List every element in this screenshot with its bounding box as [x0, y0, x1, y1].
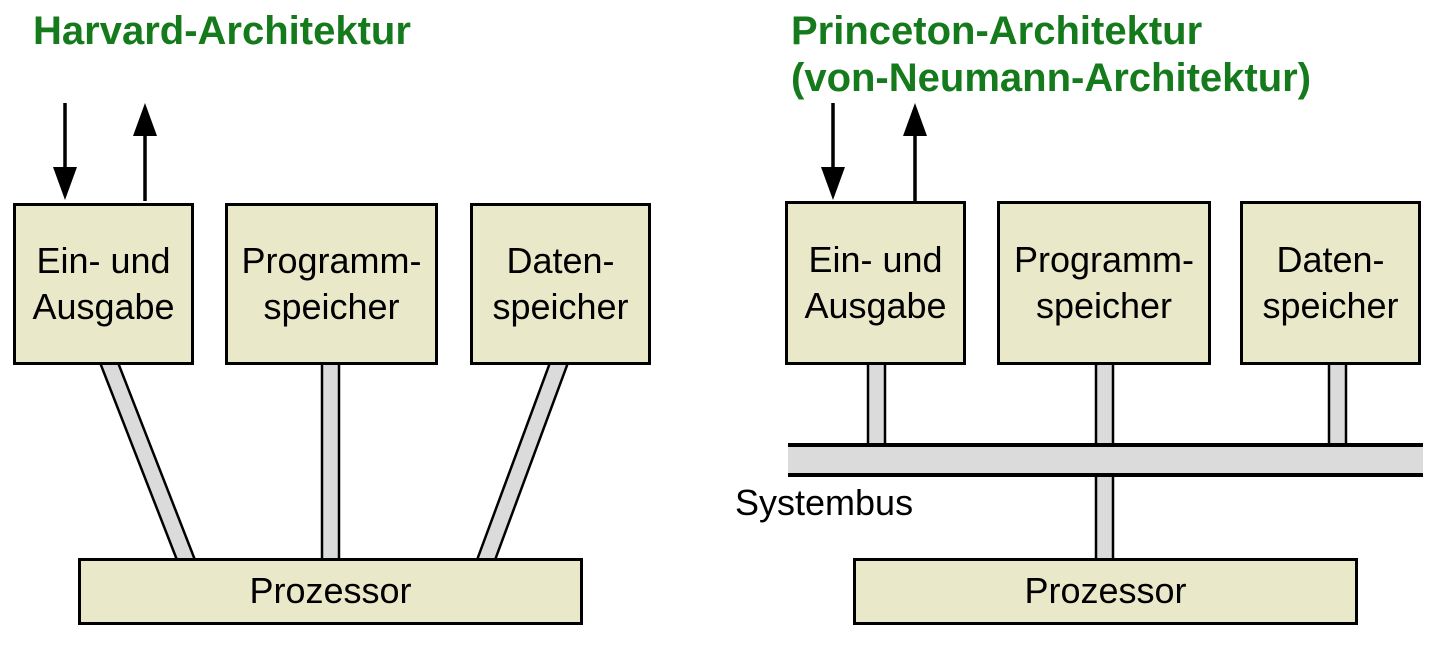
data-to-bus-link: [1327, 360, 1348, 447]
program-to-processor-bus: [320, 358, 341, 562]
harvard-processor-box: Prozessor: [78, 558, 583, 625]
princeton-program-memory-box: Programm- speicher: [997, 201, 1211, 365]
harvard-data-memory-box: Daten- speicher: [470, 203, 651, 365]
harvard-io-arrows: [53, 103, 157, 201]
princeton-processor-box: Prozessor: [853, 558, 1358, 625]
harvard-io-box: Ein- und Ausgabe: [13, 203, 194, 365]
input-arrow-head-down: [821, 167, 845, 200]
system-bus-band: [788, 443, 1423, 477]
program-to-bus-link: [1094, 360, 1115, 447]
harvard-title: Harvard-Architektur: [33, 9, 411, 53]
data-to-processor-bus: [475, 358, 571, 562]
harvard-connectors: [97, 358, 571, 562]
input-arrow-head-down: [53, 167, 77, 200]
system-bus: [788, 443, 1423, 477]
princeton-io-box: Ein- und Ausgabe: [785, 201, 966, 365]
princeton-io-arrows: [821, 103, 927, 201]
system-bus-label: Systembus: [735, 482, 914, 523]
bus-to-processor-link: [1094, 473, 1115, 562]
output-arrow-head-up: [903, 103, 927, 136]
princeton-data-memory-box: Daten- speicher: [1240, 201, 1421, 365]
princeton-title: Princeton-Architektur (von-Neumann-Archi…: [791, 9, 1312, 101]
harvard-program-memory-box: Programm- speicher: [225, 203, 438, 365]
output-arrow-head-up: [133, 103, 157, 136]
io-to-processor-bus: [97, 358, 197, 562]
io-to-bus-link: [866, 360, 887, 447]
